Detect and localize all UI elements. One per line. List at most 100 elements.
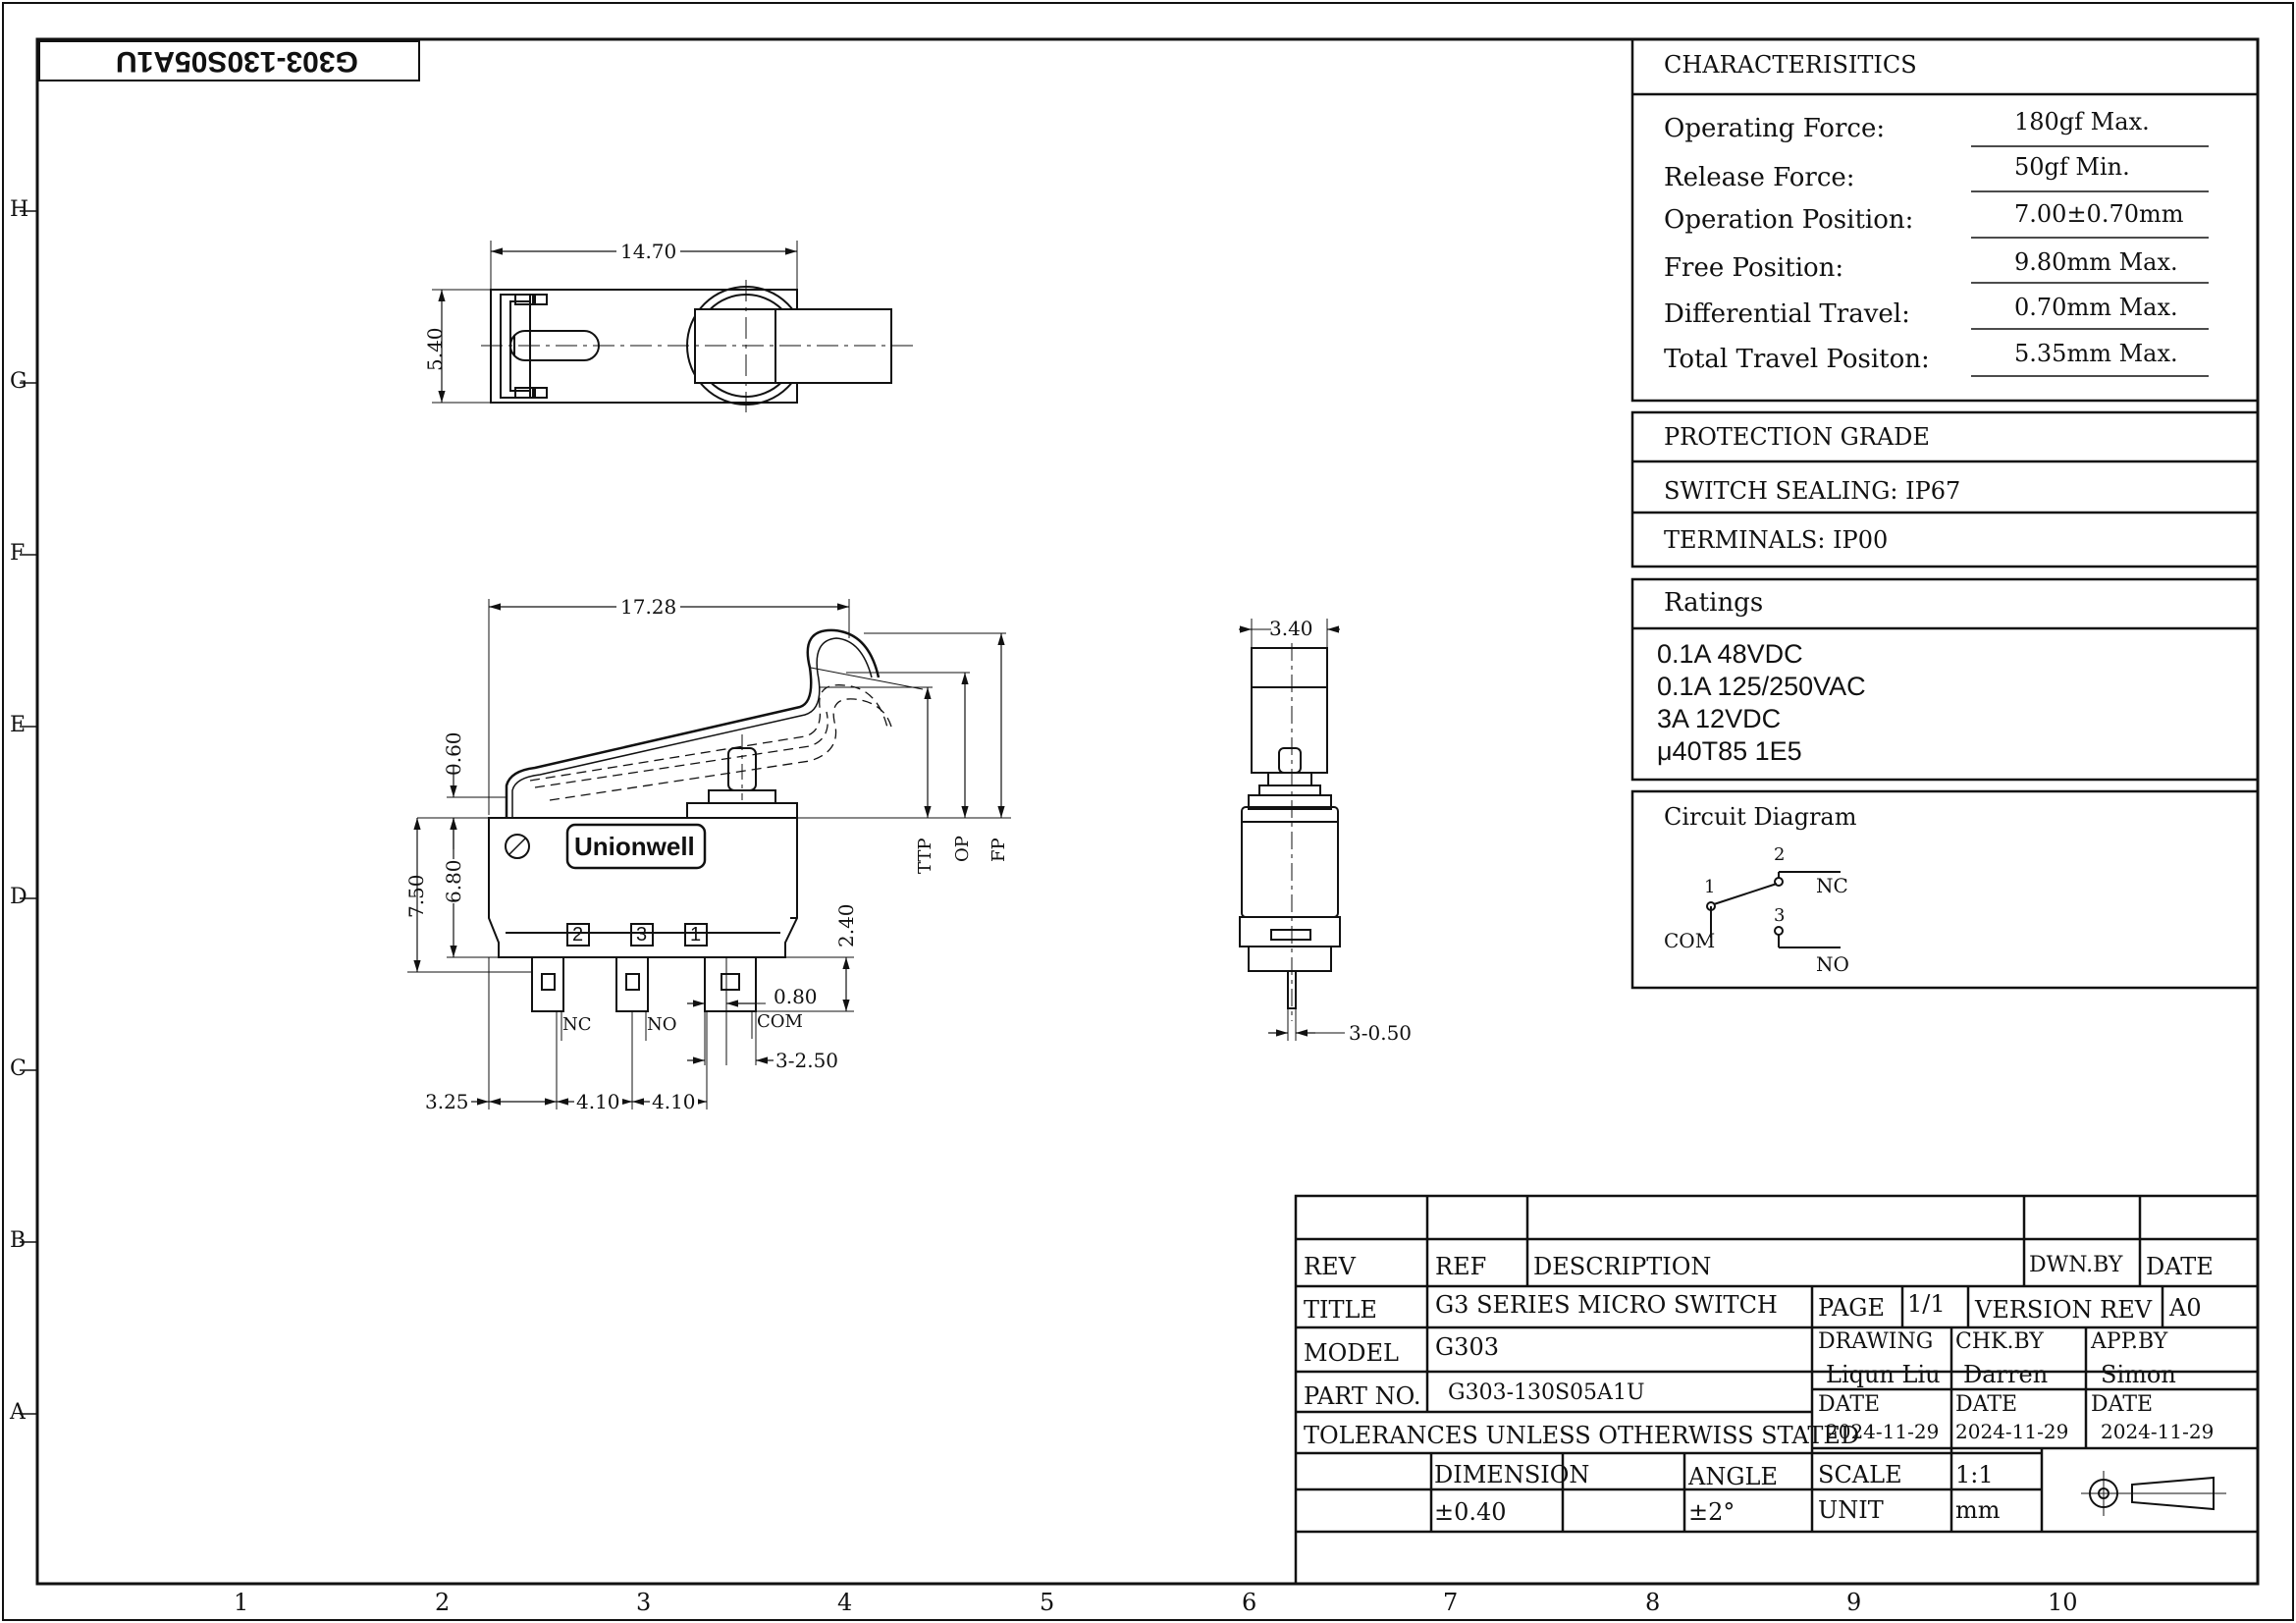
dim-op: OP (952, 836, 973, 862)
part-code-mirrored: G303-130S05A1U (116, 45, 358, 78)
char-value: 9.80mm Max. (2014, 248, 2178, 276)
circuit-nc: NC (1816, 874, 1848, 897)
top-view (432, 241, 913, 412)
protection-sealing: SWITCH SEALING: IP67 (1664, 477, 1961, 505)
char-value: 180gf Max. (2014, 108, 2150, 135)
char-value: 0.70mm Max. (2014, 294, 2178, 321)
char-value: 5.35mm Max. (2014, 340, 2178, 367)
circuit-heading: Circuit Diagram (1664, 803, 1857, 831)
column-label: 7 (1443, 1589, 1459, 1616)
char-value: 50gf Min. (2014, 153, 2130, 181)
terminal-number: 1 (690, 924, 702, 946)
dim-height-680: 6.80 (442, 859, 465, 903)
dim-terminal-pitch: 3-2.50 (775, 1049, 839, 1072)
column-label: 4 (837, 1589, 853, 1616)
tb-version-label: VERSION REV (1975, 1296, 2153, 1324)
row-label: E (10, 713, 27, 737)
brand-logo: Unionwell (574, 832, 695, 861)
tb-dimension-label: DIMENSION (1434, 1461, 1590, 1488)
tb-date1-label: DATE (1818, 1392, 1881, 1417)
tb-part-label: PART NO. (1304, 1382, 1421, 1410)
circuit-pin1: 1 (1704, 877, 1716, 897)
column-label: 2 (435, 1589, 451, 1616)
terminal-number: 2 (572, 924, 584, 946)
dim-terminal-height: 2.40 (834, 903, 858, 947)
tb-chk-label: CHK.BY (1955, 1329, 2044, 1354)
column-label: 6 (1242, 1589, 1257, 1616)
tb-tolerance: TOLERANCES UNLESS OTHERWISS STATED (1304, 1422, 1860, 1449)
char-value: 7.00±0.70mm (2014, 200, 2184, 228)
rating-line: 0.1A 48VDC (1657, 639, 1803, 669)
rating-line: 3A 12VDC (1657, 704, 1782, 733)
row-label: B (10, 1228, 27, 1253)
tb-angle-value: ±2° (1688, 1498, 1735, 1526)
terminal-number: 3 (636, 924, 648, 946)
dim-pitch-2: 4.10 (650, 1090, 698, 1113)
tb-version-value: A0 (2169, 1294, 2202, 1322)
protection-heading: PROTECTION GRADE (1664, 423, 1930, 451)
tb-date3-label: DATE (2091, 1392, 2154, 1417)
row-label: G (10, 369, 27, 394)
terminal-label-nc: NC (562, 1014, 592, 1035)
tb-rev-label: REV (1304, 1253, 1356, 1280)
char-label: Release Force: (1664, 163, 1855, 192)
tb-chk-value: Darren (1963, 1361, 2049, 1388)
dim-fp: FP (988, 838, 1009, 862)
tb-title-value: G3 SERIES MICRO SWITCH (1435, 1291, 1778, 1319)
tb-app-value: Simon (2101, 1361, 2176, 1388)
char-label: Free Position: (1664, 253, 1844, 283)
tb-date2-label: DATE (1955, 1392, 2018, 1417)
dim-side-width: 3.40 (1269, 617, 1313, 640)
column-label: 8 (1645, 1589, 1661, 1616)
char-label: Total Travel Positon: (1664, 345, 1930, 374)
side-view (1239, 619, 1345, 1041)
tb-angle-label: ANGLE (1688, 1463, 1778, 1490)
dim-overall-length: 17.28 (616, 597, 681, 617)
right-panels (1630, 37, 2260, 990)
tb-unit-value: mm (1955, 1496, 2001, 1524)
circuit-com: COM (1664, 929, 1716, 952)
protection-terminals: TERMINALS: IP00 (1664, 526, 1889, 554)
terminal-label-com: COM (757, 1011, 803, 1032)
ratings-heading: Ratings (1664, 588, 1764, 618)
dim-terminal-width: 0.80 (774, 985, 818, 1008)
part-code-box (38, 40, 420, 81)
title-block (1294, 1194, 2260, 1586)
column-label: 1 (234, 1589, 249, 1616)
tb-title-label: TITLE (1304, 1296, 1377, 1324)
tb-date1-value: 2024-11-29 (1826, 1420, 1940, 1443)
column-label: 5 (1040, 1589, 1055, 1616)
column-label: 9 (1846, 1589, 1862, 1616)
tb-drawing-value: Liqun Liu (1826, 1361, 1941, 1388)
tb-unit-label: UNIT (1818, 1496, 1884, 1524)
tb-ref-label: REF (1435, 1253, 1487, 1280)
rating-line: μ40T85 1E5 (1657, 736, 1802, 766)
dim-side-thickness: 3-0.50 (1349, 1021, 1413, 1045)
dim-ttp: TTP (915, 838, 935, 874)
dim-top-height: 5.40 (423, 327, 447, 371)
terminal-label-no: NO (647, 1014, 677, 1035)
circuit-pin2: 2 (1774, 844, 1786, 865)
dim-terminal-first: 3.25 (425, 1090, 469, 1113)
row-label: C (10, 1056, 27, 1081)
dim-height-750: 7.50 (404, 874, 428, 918)
row-label: A (10, 1400, 26, 1425)
tb-part-value: G303-130S05A1U (1448, 1380, 1645, 1405)
tb-dwn-label: DWN.BY (2029, 1253, 2123, 1277)
tb-page-value: 1/1 (1907, 1290, 1946, 1318)
column-label: 10 (2048, 1589, 2078, 1616)
char-label: Operation Position: (1664, 205, 1914, 235)
circuit-no: NO (1816, 952, 1849, 976)
dim-top-width: 14.70 (616, 242, 681, 261)
circuit-pin3: 3 (1774, 905, 1786, 926)
tb-scale-value: 1:1 (1955, 1461, 1994, 1488)
tb-dimension-value: ±0.40 (1434, 1498, 1507, 1526)
char-label: Differential Travel: (1664, 299, 1910, 329)
tb-page-label: PAGE (1818, 1294, 1885, 1322)
tb-date3-value: 2024-11-29 (2101, 1420, 2215, 1443)
characteristics-heading: CHARACTERISITICS (1664, 51, 1917, 79)
tb-scale-label: SCALE (1818, 1461, 1902, 1488)
tb-model-label: MODEL (1304, 1339, 1399, 1367)
